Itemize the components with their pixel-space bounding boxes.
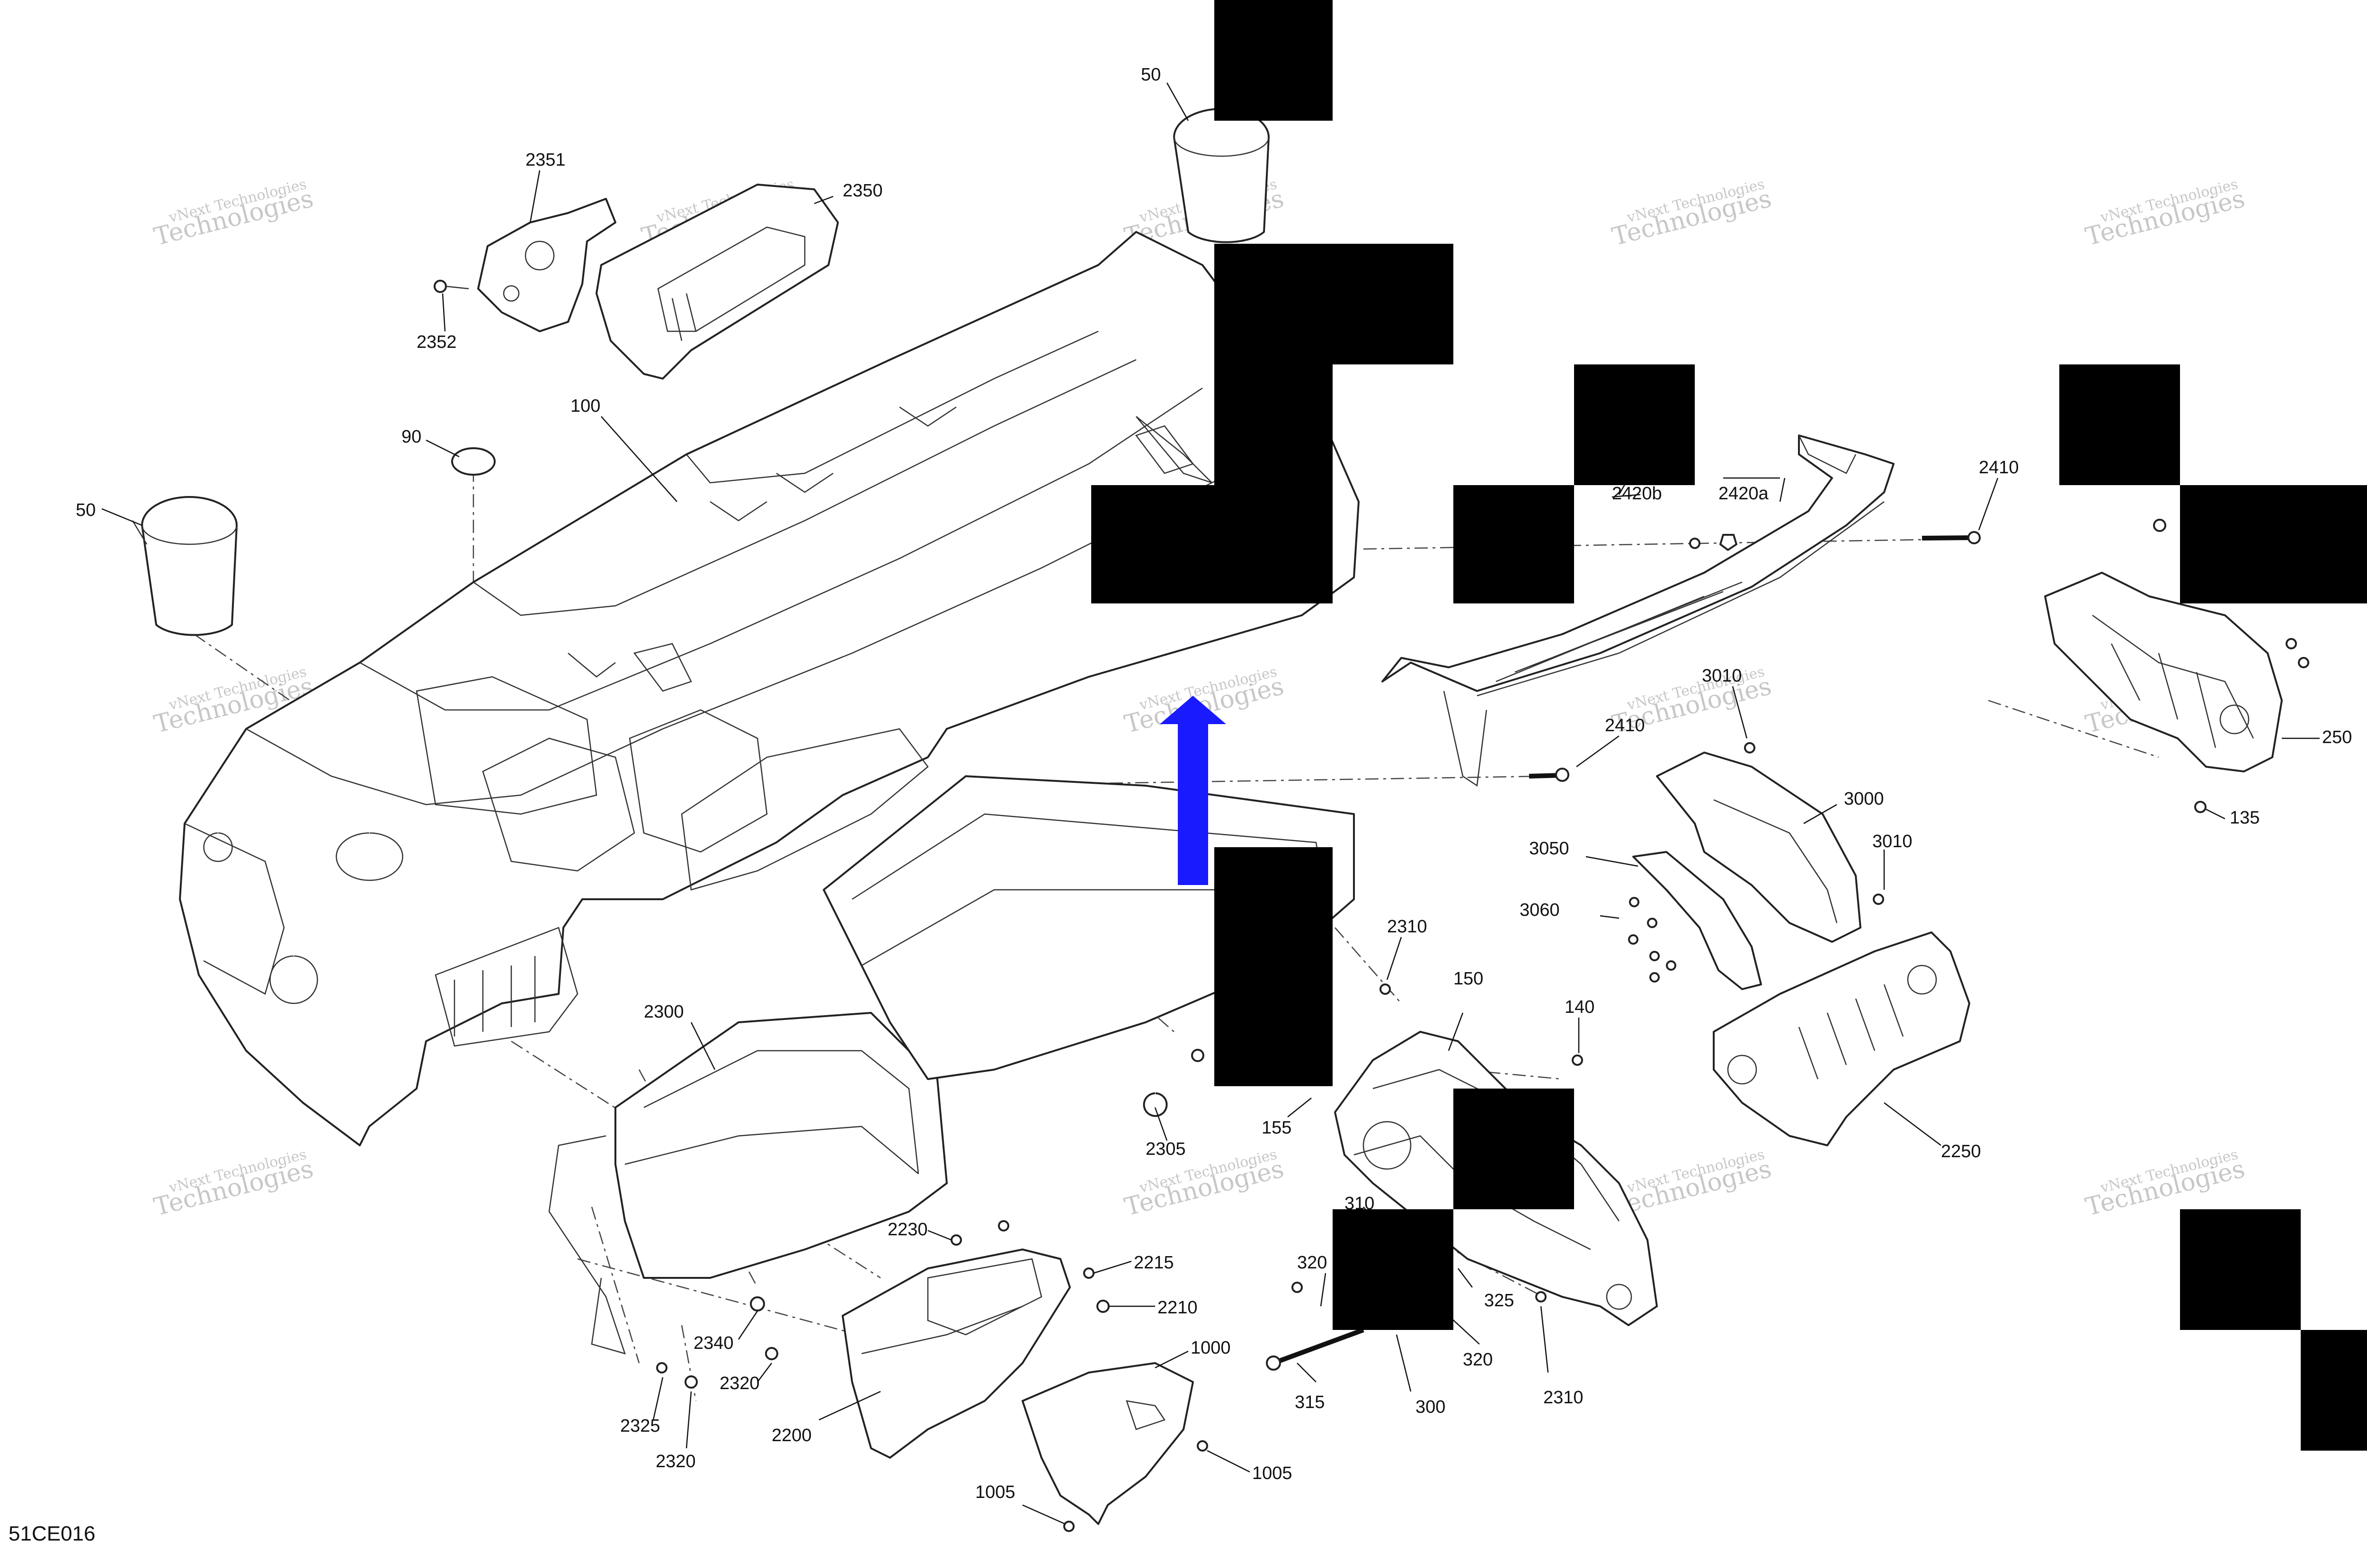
callout-150: 150 — [1453, 969, 1483, 989]
plug-90 — [451, 447, 496, 476]
callout-2340: 2340 — [694, 1333, 734, 1353]
callout-90: 90 — [401, 427, 421, 447]
cup-holder-50-top — [1173, 108, 1270, 243]
leader-lines — [101, 82, 2320, 1525]
callout-325: 325 — [1484, 1291, 1514, 1311]
callout-315: 315 — [1295, 1392, 1325, 1412]
callout-3060: 3060 — [1520, 900, 1560, 920]
callout-2300: 2300 — [644, 1002, 684, 1022]
vent-duct-3000 — [1656, 752, 1861, 943]
callout-250: 250 — [2322, 727, 2352, 747]
callout-1005: 1005 — [1252, 1463, 1292, 1483]
bolt-2410-right — [1922, 531, 1981, 544]
redaction-block — [2059, 364, 2180, 485]
redaction-block — [1574, 364, 1695, 485]
gauge-cluster-2350 — [596, 184, 839, 380]
callout-2325: 2325 — [620, 1416, 660, 1436]
redaction-block — [2180, 485, 2367, 603]
glove-box-door-2200 — [842, 1249, 1071, 1459]
callout-320: 320 — [1297, 1253, 1327, 1273]
blue-direction-arrow — [1160, 696, 1226, 885]
callout-2410: 2410 — [1605, 716, 1645, 735]
callout-1000: 1000 — [1191, 1338, 1231, 1358]
callout-140: 140 — [1565, 997, 1594, 1017]
figure-code: 51CE016 — [9, 1522, 95, 1545]
redaction-block — [2301, 1330, 2367, 1451]
callout-2410: 2410 — [1979, 458, 2019, 478]
redaction-block — [2180, 1209, 2301, 1330]
dashboard-main-body — [179, 231, 1360, 1146]
clips-3060 — [1628, 897, 1676, 983]
vent-panel-2250 — [1713, 931, 1970, 1146]
redaction-block — [1333, 1209, 1453, 1330]
redaction-block — [1453, 485, 1574, 603]
redaction-block — [1214, 847, 1333, 1086]
callout-50: 50 — [1141, 65, 1161, 85]
gauge-bracket-2351 — [477, 198, 616, 332]
callout-labels: 50 2351 2350 2352 100 90 50 2420b 2420a 2410 2410 3… — [76, 65, 2352, 1502]
callout-100: 100 — [570, 396, 600, 416]
callout-2320: 2320 — [720, 1373, 760, 1393]
callout-300: 300 — [1415, 1397, 1445, 1417]
nut-2420 — [1689, 534, 1737, 551]
callout-2351: 2351 — [525, 150, 566, 170]
callout-3010: 3010 — [1872, 832, 1913, 851]
callout-320: 320 — [1463, 1350, 1493, 1370]
dash-cross-brace — [1381, 434, 1895, 787]
glove-box-insert-1000 — [1022, 1362, 1194, 1525]
bolt-315 — [1266, 1328, 1364, 1371]
vent-seal-3050 — [1632, 851, 1762, 990]
redaction-block — [1214, 0, 1333, 121]
callout-2310: 2310 — [1543, 1388, 1584, 1408]
callout-155: 155 — [1262, 1118, 1291, 1138]
callout-2352: 2352 — [417, 332, 457, 352]
callout-2210: 2210 — [1157, 1298, 1198, 1318]
callout-2215: 2215 — [1134, 1253, 1174, 1273]
callout-3000: 3000 — [1844, 789, 1884, 809]
callout-2250: 2250 — [1941, 1142, 1981, 1161]
callout-50: 50 — [76, 500, 96, 520]
callout-2310: 2310 — [1387, 917, 1427, 937]
bolt-2410-left — [1529, 768, 1569, 782]
callout-135: 135 — [2230, 808, 2260, 828]
callout-2320: 2320 — [656, 1452, 696, 1471]
callout-2200: 2200 — [772, 1426, 812, 1445]
cup-holder-50-left — [132, 496, 238, 636]
callout-1005: 1005 — [975, 1482, 1015, 1502]
callout-2350: 2350 — [843, 181, 883, 201]
support-bracket-250 — [2044, 519, 2309, 813]
callout-3010: 3010 — [1702, 666, 1742, 686]
redaction-block — [1453, 1089, 1574, 1209]
callout-2230: 2230 — [888, 1220, 928, 1240]
screw-2352 — [434, 280, 469, 293]
callout-3050: 3050 — [1529, 839, 1569, 859]
callout-2420a: 2420a — [1718, 484, 1769, 504]
callout-2305: 2305 — [1146, 1139, 1186, 1159]
redaction-block — [1214, 244, 1453, 364]
callout-2420b: 2420b — [1612, 484, 1662, 504]
redaction-blocks — [1091, 0, 2367, 1451]
redaction-block — [1214, 364, 1333, 485]
redaction-block — [1091, 485, 1333, 603]
